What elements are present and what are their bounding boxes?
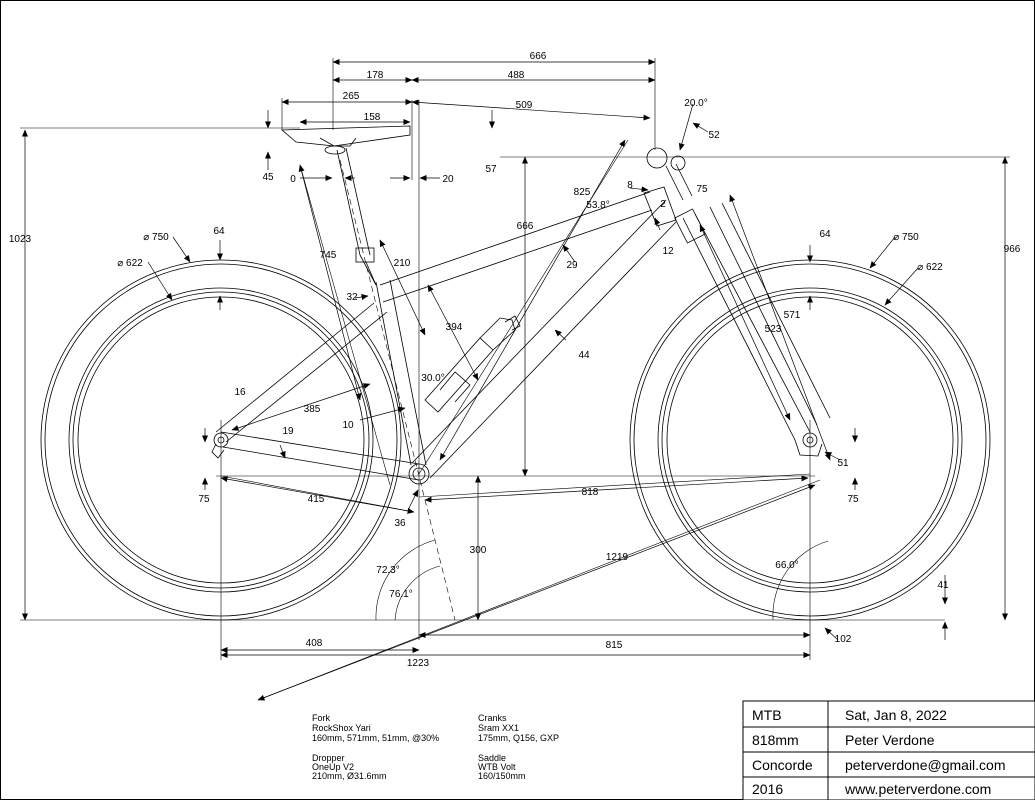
dim-12: 12 [662,246,674,257]
title-size: 818mm [752,732,799,748]
title-date: Sat, Jan 8, 2022 [845,707,947,723]
spec-fork-detail: 160mm, 571mm, 51mm, @30% [312,733,439,743]
spec-dropper-model: OneUp V2 [312,762,354,772]
spec-fork-model: RockShox Yari [312,723,371,733]
dim-76-1deg: 76.1° [389,589,412,600]
dim-102: 102 [835,634,852,645]
dim-265: 265 [343,91,360,102]
dim-523: 523 [765,324,782,335]
dim-408: 408 [306,638,323,649]
dim-36: 36 [394,518,406,529]
seatpost-saddle [280,125,411,286]
dim-41: 41 [937,580,949,591]
dim-818: 818 [582,487,599,498]
spec-dropper-detail: 210mm, Ø31.6mm [312,771,387,781]
spec-cranks-title: Cranks [478,713,507,723]
dim-51: 51 [837,458,849,469]
dim-2: 2 [660,199,666,210]
spec-cranks-model: Sram XX1 [478,723,519,733]
spec-dropper-title: Dropper [312,753,345,763]
dim-0: 0 [290,174,296,185]
dim-385: 385 [304,404,321,415]
water-bottle [424,315,521,413]
spec-saddle-title: Saddle [478,753,506,763]
spec-cranks-detail: 175mm, Q156, GXP [478,733,559,743]
dim-622-left: ⌀ 622 [117,258,143,269]
dim-300: 300 [470,545,487,556]
dim-66deg: 66.0° [775,560,798,571]
dim-158: 158 [364,112,381,123]
dim-75-right: 75 [847,494,859,505]
dim-1219: 1219 [606,552,629,563]
dim-75-left: 75 [198,494,210,505]
dim-52: 52 [708,130,720,141]
dim-75-head: 75 [696,184,708,195]
dim-750-left: ⌀ 750 [143,232,169,243]
dim-745: 745 [320,250,337,261]
dim-57: 57 [485,164,497,175]
spec-saddle-detail: 160/150mm [478,771,526,781]
dim-32: 32 [346,292,358,303]
dim-10: 10 [342,420,354,431]
dim-966: 966 [1004,244,1021,255]
spec-fork-title: Fork [312,713,331,723]
dim-815: 815 [606,640,623,651]
dim-20: 20 [442,174,454,185]
dim-1223: 1223 [407,658,430,669]
dim-394: 394 [446,322,463,333]
title-website: www.peterverdone.com [844,781,991,797]
spec-saddle-model: WTB Volt [478,762,516,772]
title-block: MTB Sat, Jan 8, 2022 818mm Peter Verdone… [742,700,1035,800]
dim-44: 44 [578,350,590,361]
dim-622-right: ⌀ 622 [917,262,943,273]
fork-cockpit [646,147,831,457]
dim-64-left: 64 [213,226,225,237]
construction-lines [20,58,1010,701]
dim-30deg: 30.0° [421,373,444,384]
dim-666-top: 666 [530,51,547,62]
dim-20deg: 20.0° [684,98,707,109]
dim-8: 8 [627,180,633,191]
dim-210: 210 [394,258,411,269]
dim-750-right: ⌀ 750 [893,232,919,243]
dim-19: 19 [282,426,294,437]
dim-825: 825 [574,187,591,198]
dim-53-8deg: 53.8° [586,200,609,211]
title-year: 2016 [752,781,783,797]
title-email: peterverdone@gmail.com [845,757,1006,773]
dimension-arrows [22,59,1008,701]
dimension-labels: 666 178 488 265 509 158 20.0° 52 57 45 0… [9,51,1021,669]
dim-1023: 1023 [9,234,32,245]
component-specs: Fork RockShox Yari 160mm, 571mm, 51mm, @… [312,713,559,781]
dim-45: 45 [262,172,274,183]
dim-415: 415 [308,494,325,505]
dim-666-left: 666 [517,221,534,232]
title-author: Peter Verdone [845,732,935,748]
frame [211,186,677,485]
dim-29: 29 [566,260,578,271]
title-model: Concorde [752,757,813,773]
dim-64-right: 64 [819,229,831,240]
dim-178: 178 [367,70,384,81]
dim-16: 16 [234,387,246,398]
title-bike-type: MTB [752,707,782,723]
dim-72-3deg: 72.3° [376,565,399,576]
dim-509: 509 [516,100,533,111]
dim-488: 488 [508,70,525,81]
dim-571: 571 [784,310,801,321]
